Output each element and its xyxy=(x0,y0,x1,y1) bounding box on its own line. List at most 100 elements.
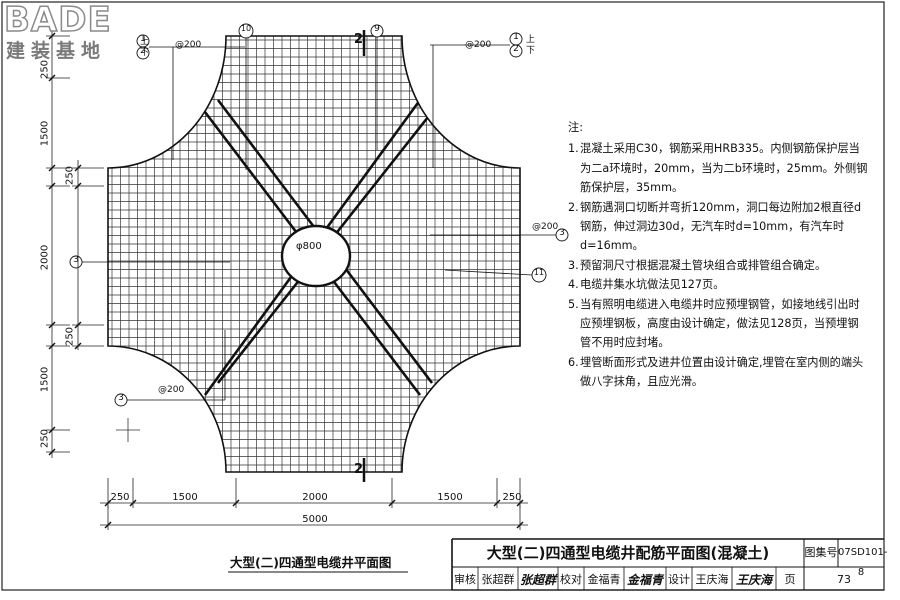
note-text: 埋管断面形式及进井位置由设计确定,埋管在室内侧的端头做八字抹角，且应光滑。 xyxy=(580,355,864,389)
dim-tick xyxy=(74,321,82,329)
dim-left-1500-top: 1500 xyxy=(39,120,51,147)
updown-label-right-top: 上 xyxy=(526,35,536,45)
note-item: 6.埋管断面形式及进井位置由设计确定,埋管在室内侧的端头做八字抹角，且应光滑。 xyxy=(568,353,868,392)
note-item: 3.预留洞尺寸根据混凝土管块组合或排管组合确定。 xyxy=(568,256,868,275)
dim-left-250-upper: 250 xyxy=(64,165,76,186)
atlas-number-label: 图集号 xyxy=(804,546,838,559)
dim-bottom-1500-left: 1500 xyxy=(172,492,198,503)
dim-left-250-bottom: 250 xyxy=(39,428,51,449)
callout-3-right: 3 xyxy=(559,228,565,238)
checker-name: 金福青 xyxy=(587,573,621,586)
dim-tick xyxy=(48,321,56,329)
note-text: 电缆井集水坑做法见127页。 xyxy=(580,278,725,292)
dim-bottom-250-left: 250 xyxy=(110,492,130,503)
bade-logo: BADE xyxy=(3,0,112,40)
dim-tick xyxy=(104,499,112,507)
dim-tick xyxy=(74,342,82,350)
note-item: 5.当有照明电缆进入电缆井时应预埋钢管，如接地线引出时应预埋钢板，高度由设计确定… xyxy=(568,295,868,353)
note-item: 2.钢筋遇洞口切断并弯折120mm，洞口每边附加2根直径d钢筋，伸过洞边30d，… xyxy=(568,198,868,256)
designer-signature: 王庆海 xyxy=(735,573,772,587)
reviewer-name: 张超群 xyxy=(481,573,515,586)
dim-tick xyxy=(48,342,56,350)
callout-11: 11 xyxy=(533,268,545,277)
well-outline xyxy=(107,35,521,473)
note-text: 当有照明电缆进入电缆井时应预埋钢管，如接地线引出时应预埋钢板，高度由设计确定，做… xyxy=(580,297,860,350)
note-item: 1.混凝土采用C30，钢筋采用HRB335。内侧钢筋保护层当为二a环境时，20m… xyxy=(568,139,868,197)
callout-3-left: 3 xyxy=(73,255,79,265)
dim-tick xyxy=(48,32,56,40)
page-label: 页 xyxy=(784,573,796,586)
callout-9: 9 xyxy=(374,24,380,34)
note-item: 4.电缆井集水坑做法见127页。 xyxy=(568,275,868,294)
dim-tick xyxy=(516,499,524,507)
dim-tick xyxy=(48,182,56,190)
dim-tick xyxy=(388,499,396,507)
note-text: 混凝土采用C30，钢筋采用HRB335。内侧钢筋保护层当为二a环境时，20mm，… xyxy=(580,142,868,195)
reviewer-signature: 张超群 xyxy=(519,573,556,587)
callout-circle xyxy=(136,46,150,60)
review-label: 审核 xyxy=(454,573,476,586)
dim-bottom-1500-right: 1500 xyxy=(437,492,463,503)
callout-2-right: 2 xyxy=(513,44,519,54)
dim-tick xyxy=(232,499,240,507)
callout-circle xyxy=(509,44,523,58)
dim-tick xyxy=(48,426,56,434)
notes-title: 注: xyxy=(568,121,583,134)
design-label: 设计 xyxy=(668,573,690,586)
callout-10: 10 xyxy=(240,24,252,33)
note-number: 3. xyxy=(568,258,579,272)
plan-caption: 大型(二)四通型电缆井平面图 xyxy=(230,555,392,570)
page-number: 73 xyxy=(837,573,851,586)
designer-name: 王庆海 xyxy=(695,573,729,586)
hole-diameter-label: φ800 xyxy=(296,241,322,252)
note-number: 6. xyxy=(568,355,579,369)
checker-signature: 金福青 xyxy=(626,573,663,587)
dim-left-250-top: 250 xyxy=(39,59,51,80)
title-block-title: 大型(二)四通型电缆井配筋平面图(混凝土) xyxy=(486,544,770,562)
note-number: 1. xyxy=(568,142,579,156)
dim-tick xyxy=(74,164,82,172)
updown-label-left-bottom: 下 xyxy=(140,48,150,58)
dim-tick xyxy=(48,164,56,172)
dim-bottom-2000: 2000 xyxy=(302,492,328,503)
updown-label-right-bottom: 下 xyxy=(526,46,536,56)
atlas-number: 07SD101-8 xyxy=(838,547,888,578)
note-number: 2. xyxy=(568,200,579,214)
drawing-frame xyxy=(1,1,885,591)
callout-2-left: 2 xyxy=(140,46,146,56)
callout-1-right: 1 xyxy=(513,32,519,42)
dim-tick xyxy=(48,448,56,456)
note-number: 4. xyxy=(568,278,579,292)
dim-left-250-lower: 250 xyxy=(64,326,76,347)
dim-left-2000: 2000 xyxy=(39,244,51,271)
callout-1-left: 1 xyxy=(140,34,146,44)
spacing-label-top-right: @200 xyxy=(465,40,492,50)
dim-tick xyxy=(104,521,112,529)
note-number: 5. xyxy=(568,297,579,311)
dim-left-1500-bottom: 1500 xyxy=(39,366,51,393)
dim-tick xyxy=(48,74,56,82)
dim-tick xyxy=(129,499,137,507)
dimension-lines xyxy=(46,30,528,530)
section-marker-top: 2 xyxy=(354,32,364,47)
dim-total-5000: 5000 xyxy=(302,514,328,525)
dim-tick xyxy=(493,499,501,507)
central-hole xyxy=(280,224,352,288)
section-marker-bottom: 2 xyxy=(354,462,364,477)
callout-3-bottom: 3 xyxy=(118,393,124,403)
dim-tick xyxy=(516,521,524,529)
title-block-lines xyxy=(228,538,884,591)
note-text: 预留洞尺寸根据混凝土管块组合或排管组合确定。 xyxy=(580,258,827,272)
spacing-label-bottom-left: @200 xyxy=(158,385,185,395)
leader-line xyxy=(444,269,533,276)
design-notes: 注: 1.混凝土采用C30，钢筋采用HRB335。内侧钢筋保护层当为二a环境时，… xyxy=(568,118,868,392)
note-text: 钢筋遇洞口切断并弯折120mm，洞口每边附加2根直径d钢筋，伸过洞边30d，无汽… xyxy=(580,200,862,253)
check-label: 校对 xyxy=(560,573,582,586)
logo-subtitle: 建装基地 xyxy=(6,40,107,62)
dim-tick xyxy=(74,182,82,190)
spacing-label-right: @200 xyxy=(532,222,559,232)
dim-bottom-250-right: 250 xyxy=(502,492,522,503)
updown-label-left-top: 上 xyxy=(140,37,150,47)
well-plan xyxy=(69,23,569,482)
